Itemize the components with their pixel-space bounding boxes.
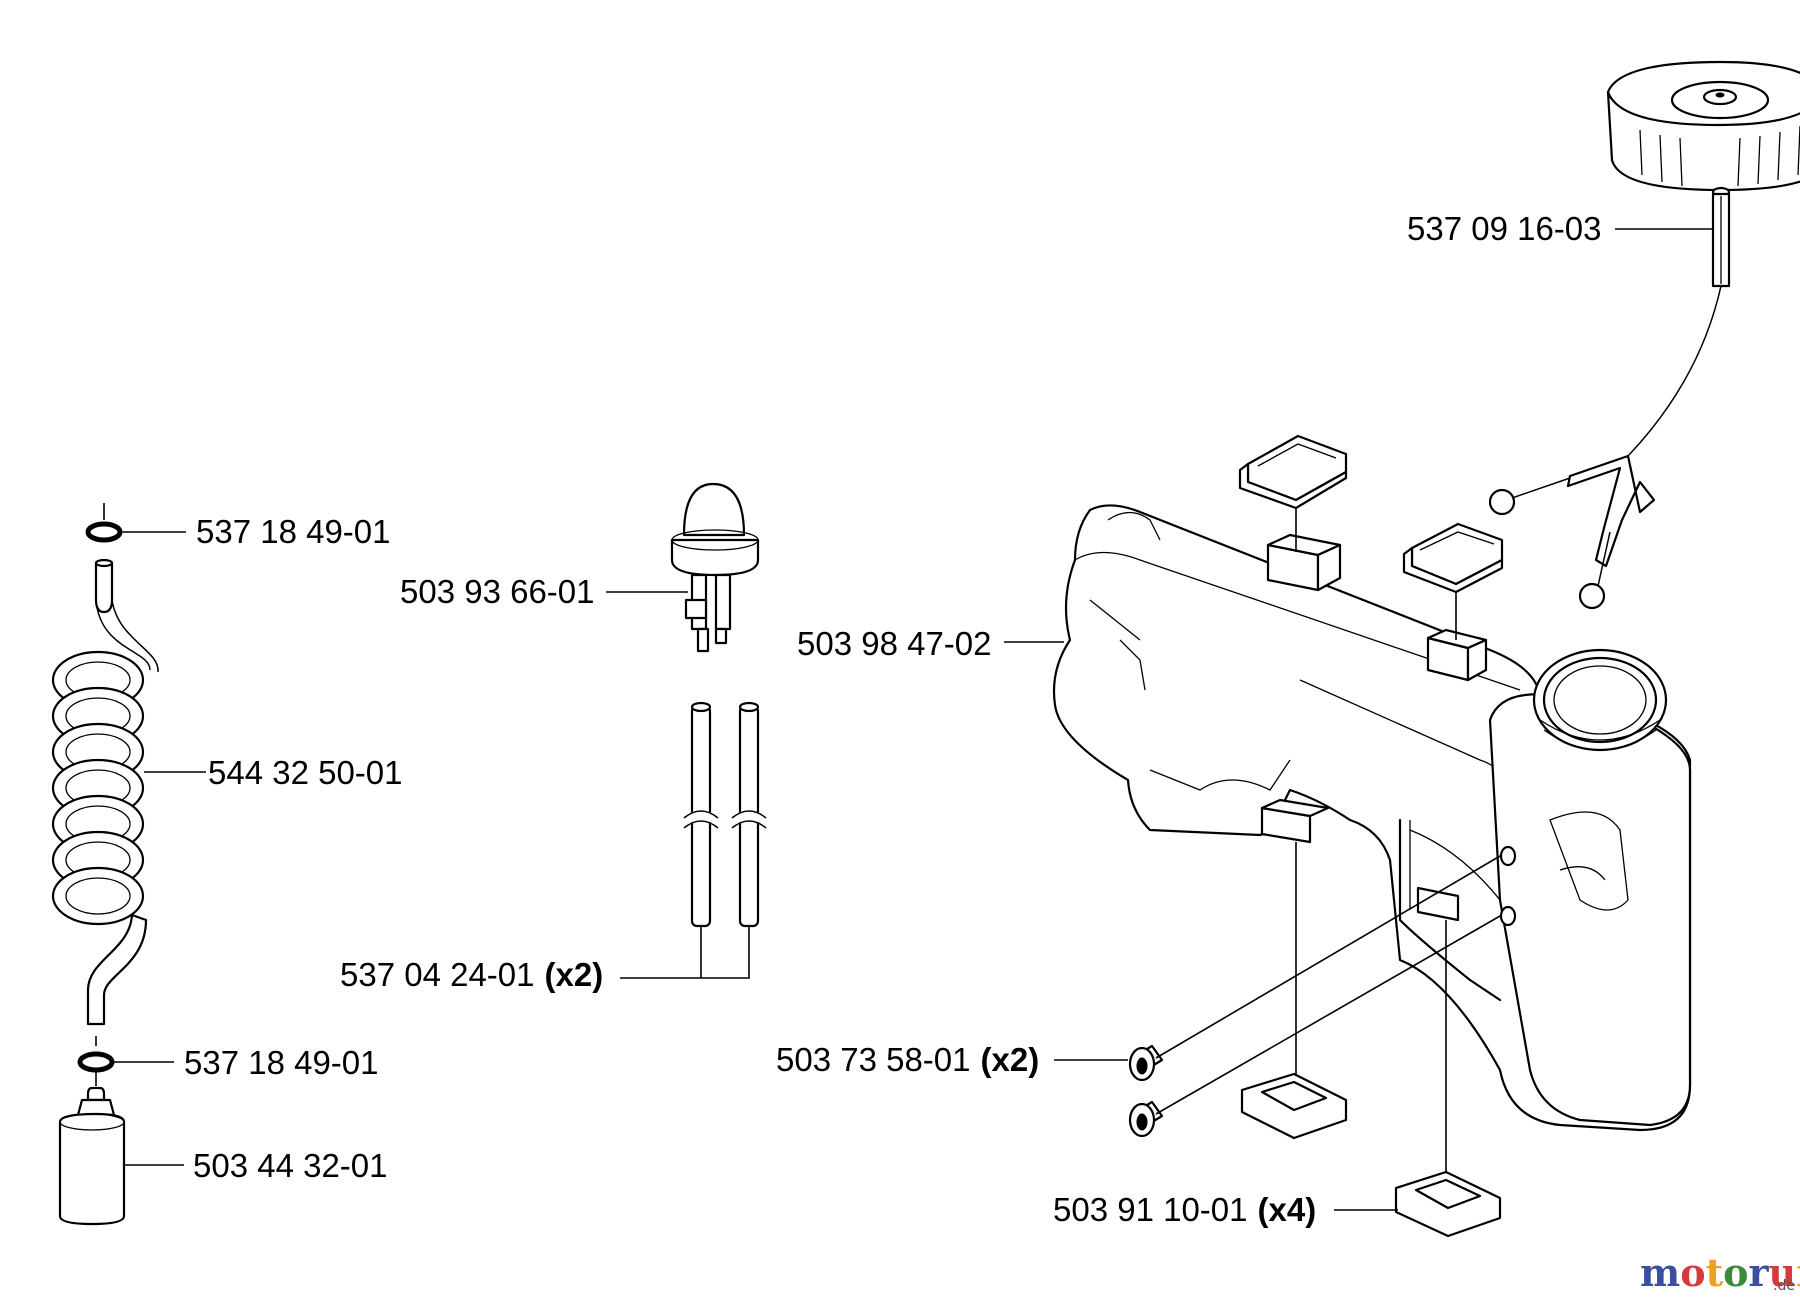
watermark-letter: m [1640,1250,1680,1295]
oring-bottom [77,1051,115,1073]
grommet-part-number: 503 73 58-01 [776,1041,971,1078]
label-grommet: 503 73 58-01 (x2) [776,1041,1039,1078]
coil-loops [51,650,145,926]
tank-slot-3 [1260,798,1330,844]
label-rubber-foot: 503 91 10-01 (x4) [1053,1191,1316,1228]
label-oring-bottom: 537 18 49-01 [184,1044,379,1081]
grommet-1 [1128,1044,1164,1082]
tank-slot-1 [1266,533,1342,592]
watermark-letter: u [1769,1250,1797,1295]
fuel-cap [1488,60,1800,610]
label-fuel-pipe: 537 04 24-01 (x2) [340,956,603,993]
label-cap: 537 09 16-03 [1407,210,1602,247]
rubber-foot-part-number: 503 91 10-01 [1053,1191,1248,1228]
label-coil-hose: 544 32 50-01 [208,754,403,791]
coil-hose-assembly [51,503,206,1226]
fuel-tank [1052,504,1692,1132]
watermark-text: motoruf [1640,1250,1800,1295]
watermark-letter: o [1680,1250,1705,1295]
fuel-pipe-qty: (x2) [545,956,604,993]
label-oring-top: 537 18 49-01 [196,513,391,550]
rubber-foot-qty: (x4) [1258,1191,1317,1228]
label-filter: 503 44 32-01 [193,1147,388,1184]
grommet-qty: (x2) [981,1041,1040,1078]
label-primer: 503 93 66-01 [400,573,595,610]
fuel-pipes [681,701,769,928]
watermark-logo: motoruf .de [1640,1250,1800,1295]
rubber-foot-2 [1394,1170,1502,1238]
fuel-filter [58,1086,126,1226]
watermark-letter: o [1723,1250,1748,1295]
label-tank: 503 98 47-02 [797,625,992,662]
watermark-letter: f [1796,1250,1800,1295]
filler-neck [1532,648,1668,752]
watermark-letter: t [1706,1250,1724,1295]
fuel-pipe-part-number: 537 04 24-01 [340,956,535,993]
grommet-2 [1128,1100,1164,1138]
rubber-foot-1 [1240,1072,1348,1140]
rubber-pad-top-2 [1402,522,1504,594]
rubber-pad-top-1 [1238,434,1348,510]
watermark-suffix: .de [1773,1278,1795,1294]
watermark-letter: r [1749,1250,1770,1295]
primer-bulb [670,482,760,653]
tank-slot-2 [1426,628,1488,682]
oring-top [85,521,123,543]
